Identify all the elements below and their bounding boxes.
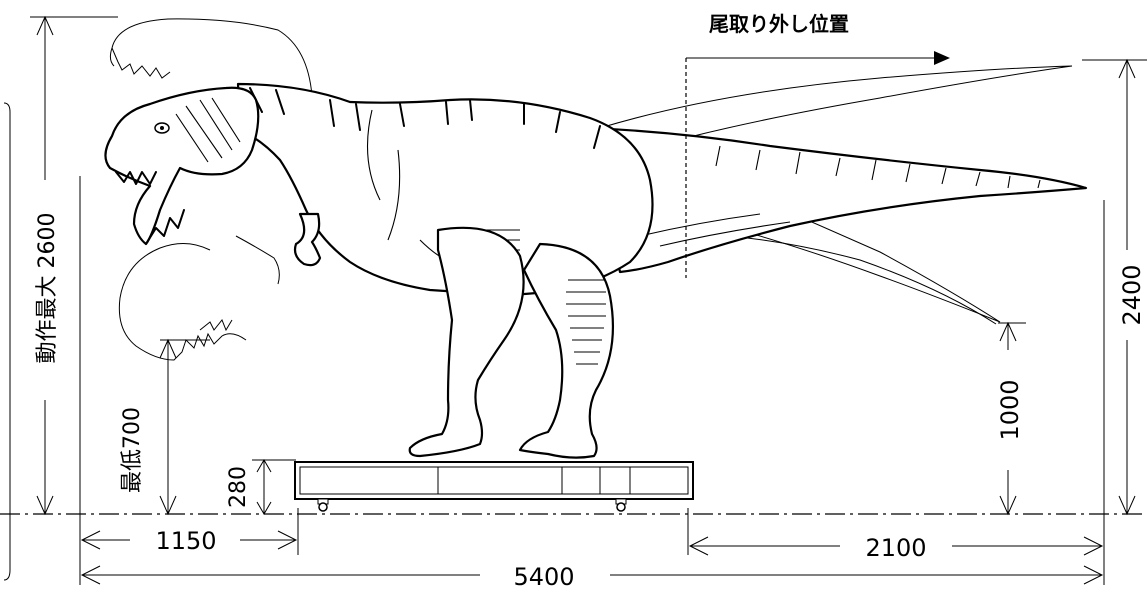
- label-cart-height: 280: [226, 466, 251, 508]
- dim-cart-height: [252, 459, 296, 515]
- ghost-head-raised: [109, 18, 313, 97]
- dinosaur-arm: [293, 212, 322, 267]
- caster-wheel-right: [615, 498, 627, 512]
- cart-platform: [294, 461, 694, 512]
- dim-tail-height: [1082, 58, 1147, 516]
- label-total-length: 5400: [513, 563, 574, 588]
- label-tail-removal: 尾取り外し位置: [709, 12, 849, 36]
- tail-removal-marker: [685, 51, 950, 278]
- caster-wheel-left: [317, 498, 329, 512]
- dim-operating-max: [30, 15, 118, 516]
- dinosaur-front-leg: [408, 226, 525, 458]
- ghost-head-lowered: [118, 235, 280, 361]
- label-tail-offset: 2100: [865, 534, 926, 562]
- ghost-tail-up: [599, 65, 1073, 151]
- dim-total-length: [80, 200, 1105, 585]
- label-tail-min: 1000: [996, 379, 1024, 440]
- label-operating-max: 動作最大 2600: [35, 213, 60, 364]
- tail-main: [588, 126, 1088, 274]
- label-front-offset: 1150: [155, 527, 216, 555]
- left-bracket: [3, 102, 11, 581]
- dinosaur-head: [104, 86, 260, 246]
- dinosaur-back-leg: [518, 242, 615, 459]
- dim-tail-min: [998, 321, 1026, 516]
- dim-front-offset: [79, 176, 299, 585]
- label-tail-height: 2400: [1118, 264, 1146, 325]
- dim-minimum: [159, 338, 210, 516]
- label-minimum: 最低700: [120, 407, 145, 493]
- dim-tail-offset: [687, 508, 1104, 556]
